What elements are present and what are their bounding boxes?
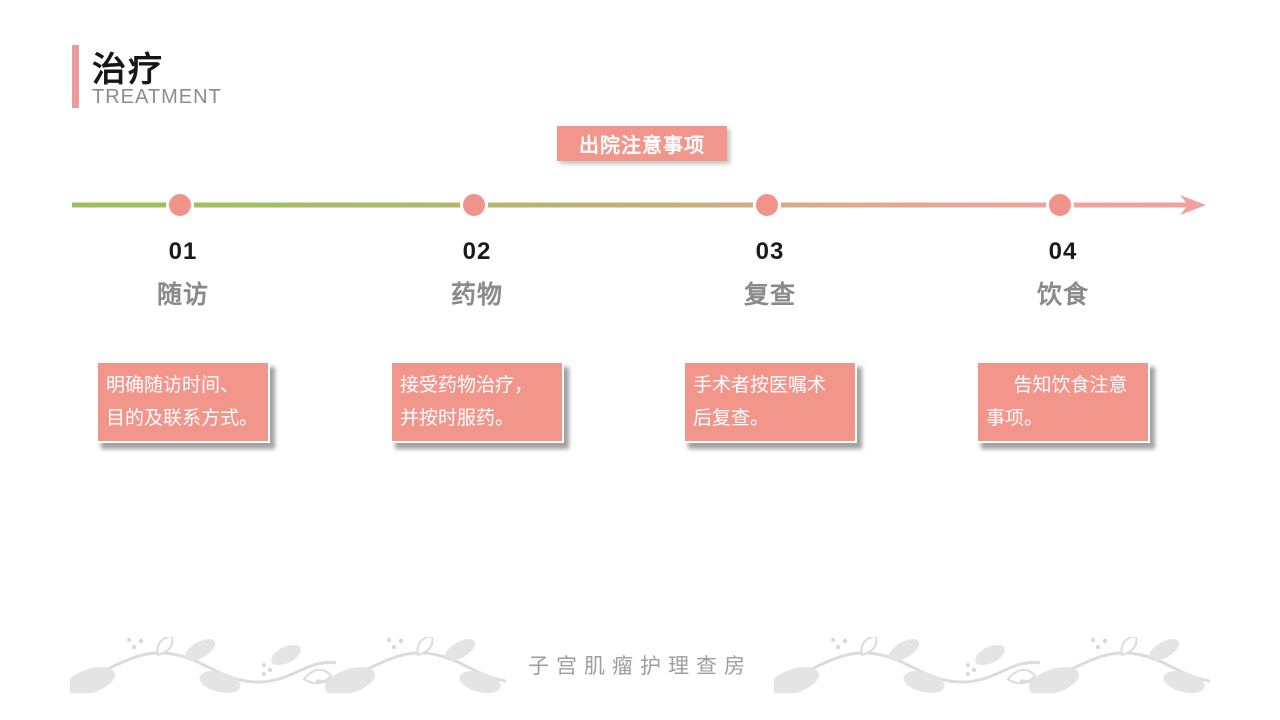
description-line: 手术者按医嘱术 xyxy=(693,375,827,396)
step-number: 02 xyxy=(462,238,492,265)
step-marker-dot xyxy=(166,191,194,219)
step-label: 随访 xyxy=(156,281,209,309)
page-title: 治疗 xyxy=(92,51,164,89)
timeline-step-3: 03 复查 手术者按医嘱术 后复查。 xyxy=(683,238,857,443)
step-description-box: 接受药物治疗， 并按时服药。 xyxy=(390,361,564,443)
vine-decoration-left-icon xyxy=(70,637,506,693)
step-label: 复查 xyxy=(743,281,796,309)
timeline-axis xyxy=(72,195,1206,215)
section-badge: 出院注意事项 xyxy=(557,126,727,161)
step-description-box: 告知饮食注意 事项。 xyxy=(976,361,1150,443)
step-description-box: 手术者按医嘱术 后复查。 xyxy=(683,361,857,443)
step-number: 04 xyxy=(1048,238,1078,265)
description-line: 明确随访时间、 xyxy=(106,375,240,396)
footer-title: 子宫肌瘤护理查房 xyxy=(528,655,752,678)
step-marker-dot xyxy=(1046,191,1074,219)
step-label: 药物 xyxy=(450,281,503,309)
timeline-step-1: 01 随访 明确随访时间、 目的及联系方式。 xyxy=(96,238,270,443)
step-number: 01 xyxy=(168,238,198,265)
step-marker-dot xyxy=(753,191,781,219)
description-line: 后复查。 xyxy=(693,408,770,429)
page-subtitle: TREATMENT xyxy=(92,86,222,108)
arrow-right-icon xyxy=(1180,195,1206,215)
vine-decoration-right-icon xyxy=(774,637,1210,693)
step-description-box: 明确随访时间、 目的及联系方式。 xyxy=(96,361,270,443)
title-accent-bar xyxy=(72,45,79,108)
description-line: 事项。 xyxy=(986,408,1044,429)
description-line: 接受药物治疗， xyxy=(400,375,534,396)
description-line: 目的及联系方式。 xyxy=(106,408,259,429)
description-line: 告知饮食注意 xyxy=(1013,375,1128,396)
step-label: 饮食 xyxy=(1036,281,1089,309)
description-line: 并按时服药。 xyxy=(400,408,515,429)
footer: 子宫肌瘤护理查房 xyxy=(70,636,1210,694)
timeline-step-4: 04 饮食 告知饮食注意 事项。 xyxy=(976,238,1150,443)
step-marker-dot xyxy=(460,191,488,219)
step-number: 03 xyxy=(755,238,785,265)
timeline-step-2: 02 药物 接受药物治疗， 并按时服药。 xyxy=(390,238,564,443)
